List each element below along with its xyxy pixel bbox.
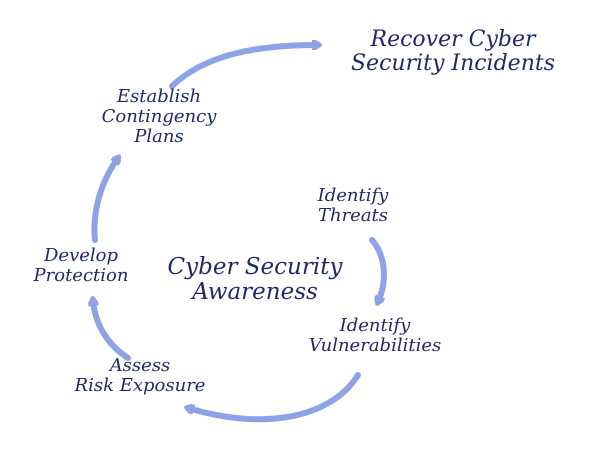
center-title-line-1: Cyber Security: [167, 254, 343, 280]
node-vulns-line-2: Vulnerabilities: [308, 334, 442, 356]
node-identify-vulnerabilities: Identify Vulnerabilities: [280, 316, 470, 356]
node-threats-line-1: Identify: [317, 185, 389, 206]
node-recover-line-2: Security Incidents: [350, 51, 555, 77]
node-establish-plans: Establish Contingency Plans: [84, 87, 234, 146]
node-threats-line-2: Threats: [317, 204, 389, 226]
node-recover-line-1: Recover Cyber: [370, 27, 536, 52]
node-develop-line-2: Protection: [33, 264, 129, 286]
center-title: Cyber Security Awareness: [145, 254, 365, 306]
node-identify-threats: Identify Threats: [288, 186, 418, 226]
arrow-establish-to-recover: [169, 45, 318, 89]
node-establish-line-3: Plans: [134, 125, 184, 147]
center-title-line-2: Awareness: [192, 279, 318, 306]
node-develop-protection: Develop Protection: [8, 246, 154, 286]
arrow-vulnerabilities-to-assess: [188, 372, 361, 423]
arrow-develop-to-establish: [91, 158, 118, 243]
node-establish-line-1: Establish: [116, 86, 202, 107]
arrow-threats-to-vulnerabilities: [369, 237, 387, 302]
node-develop-line-1: Develop: [43, 245, 119, 266]
node-recover-incidents: Recover Cyber Security Incidents: [318, 27, 588, 77]
node-assess-line-2: Risk Exposure: [74, 374, 206, 396]
node-assess-risk-exposure: Assess Risk Exposure: [50, 356, 230, 396]
node-vulns-line-1: Identify: [339, 315, 411, 336]
node-assess-line-1: Assess: [109, 355, 171, 376]
node-establish-line-2: Contingency: [101, 105, 217, 127]
arrow-assess-to-develop: [93, 300, 131, 361]
